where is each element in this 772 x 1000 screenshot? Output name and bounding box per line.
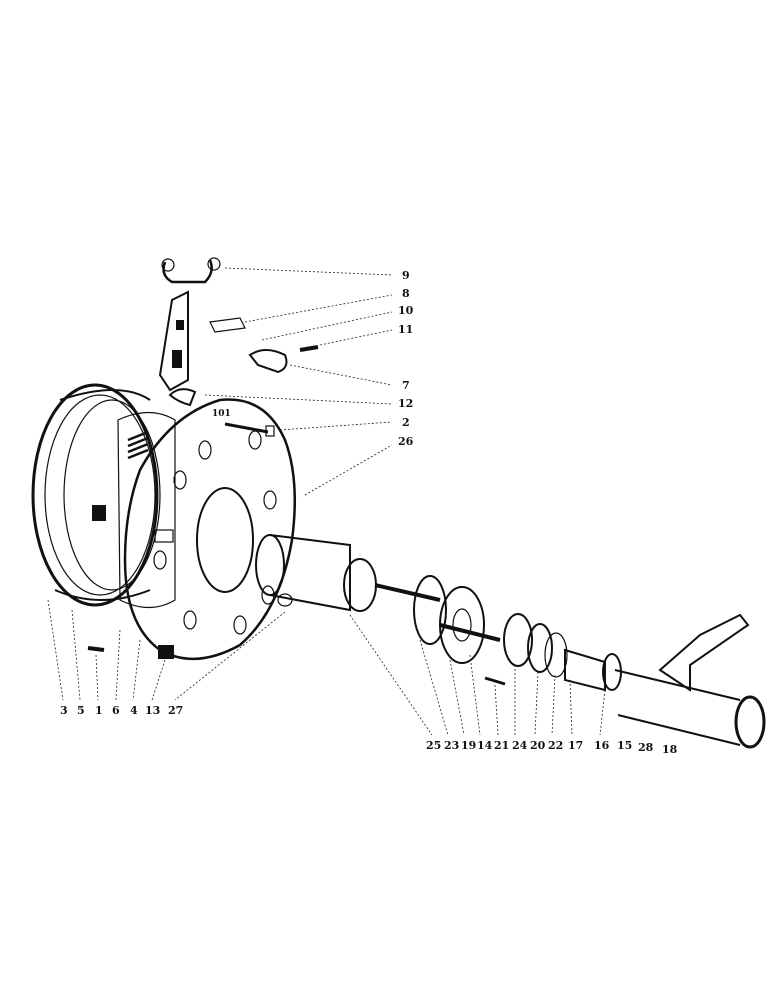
brake-drum (31, 383, 161, 607)
label-17: 17 (568, 739, 583, 752)
label-16: 16 (594, 739, 610, 752)
pin (87, 646, 105, 652)
label-23: 23 (444, 739, 459, 752)
label-22: 22 (548, 739, 563, 752)
axle-tube (614, 613, 766, 749)
o-ring (413, 575, 447, 645)
label-21: 21 (494, 739, 509, 752)
label-26: 26 (398, 435, 414, 448)
label-5: 5 (77, 704, 85, 717)
label-18: 18 (662, 743, 678, 756)
part-labels: 9 8 10 11 7 12 2 26 3 5 1 6 4 13 27 25 2… (60, 269, 678, 756)
label-13: 13 (145, 704, 160, 717)
bolt (224, 422, 275, 437)
label-10: 10 (398, 304, 414, 317)
label-6: 6 (112, 704, 120, 717)
label-24: 24 (512, 739, 528, 752)
label-7: 7 (402, 379, 410, 392)
svg-text:101: 101 (212, 409, 231, 419)
label-19: 19 (461, 739, 476, 752)
seal-rings (503, 613, 622, 692)
label-20: 20 (530, 739, 546, 752)
label-4: 4 (130, 704, 138, 717)
leader-lines (47, 267, 606, 736)
label-27: 27 (168, 704, 183, 717)
label-25: 25 (426, 739, 441, 752)
bearing-flange (439, 586, 506, 686)
hub-housing (255, 534, 441, 612)
label-9: 9 (402, 269, 410, 282)
label-14: 14 (477, 739, 493, 752)
label-2: 2 (402, 416, 410, 429)
lever-linkage (158, 257, 319, 407)
label-15: 15 (617, 739, 632, 752)
label-28: 28 (638, 741, 654, 754)
label-3: 3 (60, 704, 68, 717)
label-1: 1 (95, 704, 103, 717)
brake-shoe (117, 411, 176, 609)
label-8: 8 (402, 287, 410, 300)
label-11: 11 (398, 323, 413, 336)
label-12: 12 (398, 397, 413, 410)
